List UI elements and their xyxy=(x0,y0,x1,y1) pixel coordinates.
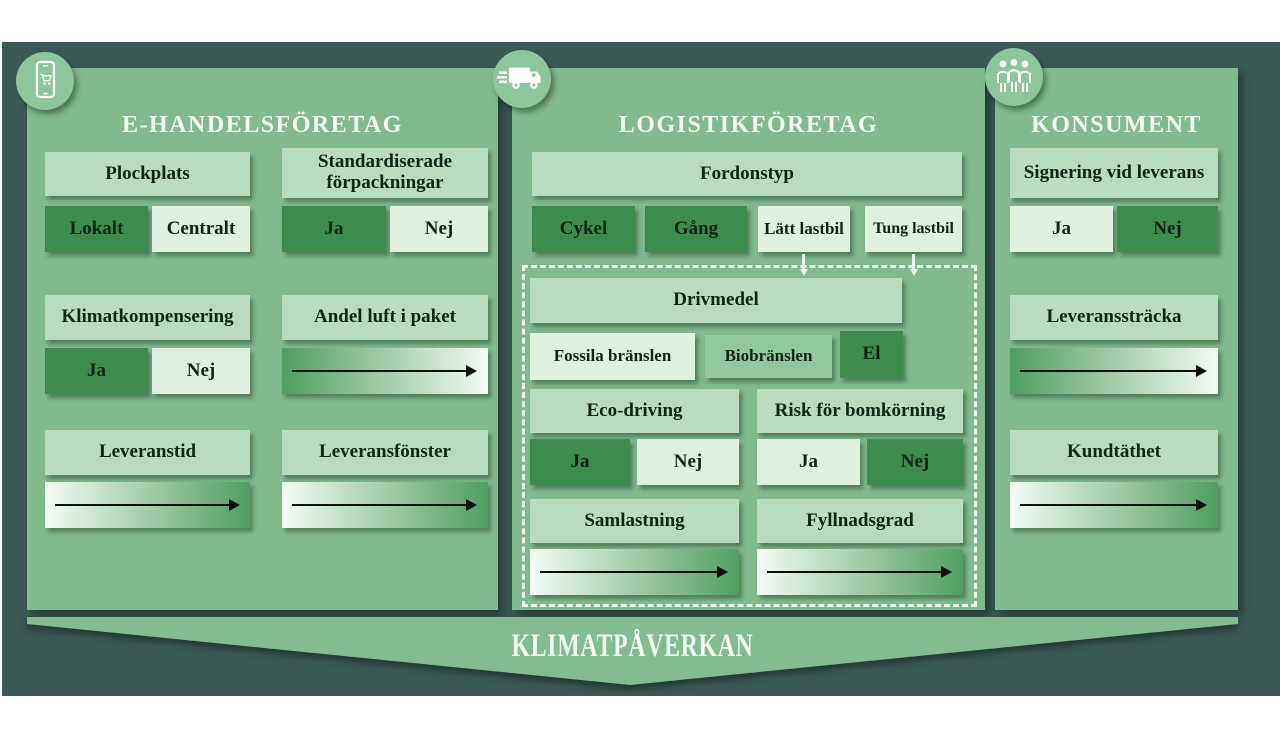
banner-label: KLIMATPÅVERKAN xyxy=(511,628,754,664)
lastbil-detail-group: Drivmedel Fossila bränslen Biobränslen E… xyxy=(522,265,977,607)
header-risk-for-bomkorning: Risk för bomkörning xyxy=(757,389,963,433)
option-biobranslen: Biobränslen xyxy=(705,335,832,378)
option-signering-ja: Ja xyxy=(1010,206,1113,252)
header-leveransstracka: Leveranssträcka xyxy=(1010,295,1218,340)
header-standardiserade-forpackningar: Standardiserade förpackningar xyxy=(282,148,488,198)
option-gang: Gång xyxy=(645,206,747,252)
right-arrow-icon xyxy=(540,570,719,574)
option-klimatkompensering-ja: Ja xyxy=(45,348,148,394)
panel-konsument: KONSUMENT Signering vid leverans Ja Nej … xyxy=(995,68,1238,610)
option-bomkorning-nej: Nej xyxy=(867,439,963,485)
delivery-truck-icon xyxy=(493,50,551,108)
option-el: El xyxy=(840,331,903,378)
option-centralt: Centralt xyxy=(152,206,250,252)
header-klimatkompensering: Klimatkompensering xyxy=(45,295,250,340)
right-arrow-icon xyxy=(55,503,230,507)
panel-ehandelsforetag: E-HANDELSFÖRETAG Plockplats Standardiser… xyxy=(27,68,498,610)
dashed-down-arrow-icon xyxy=(799,254,808,276)
dashed-down-arrow-icon xyxy=(909,254,918,276)
phone-shopping-cart-icon xyxy=(16,52,74,110)
header-fordonstyp: Fordonstyp xyxy=(532,152,962,196)
option-ecodriving-nej: Nej xyxy=(637,439,739,485)
people-group-icon xyxy=(985,48,1043,106)
option-fossila-branslen: Fossila bränslen xyxy=(530,333,695,380)
gradient-scale-leveransfonster xyxy=(282,482,488,528)
gradient-scale-leveransstracka xyxy=(1010,348,1218,394)
panel-logistikforetag: LOGISTIKFÖRETAG Fordonstyp Cykel Gång Lä… xyxy=(512,68,985,610)
header-fyllnadsgrad: Fyllnadsgrad xyxy=(757,499,963,543)
gradient-scale-andel-luft xyxy=(282,348,488,394)
header-leveranstid: Leveranstid xyxy=(45,430,250,475)
right-arrow-icon xyxy=(292,369,468,373)
option-bomkorning-ja: Ja xyxy=(757,439,860,485)
column-title-logistikforetag: LOGISTIKFÖRETAG xyxy=(618,112,879,138)
option-cykel: Cykel xyxy=(532,206,635,252)
gradient-scale-fyllnadsgrad xyxy=(757,549,963,595)
option-signering-nej: Nej xyxy=(1117,206,1218,252)
header-eco-driving: Eco-driving xyxy=(530,389,739,433)
right-arrow-icon xyxy=(1020,503,1198,507)
option-latt-lastbil: Lätt lastbil xyxy=(758,206,850,252)
right-arrow-icon xyxy=(292,503,468,507)
column-title-konsument: KONSUMENT xyxy=(1031,112,1202,138)
gradient-scale-samlastning xyxy=(530,549,739,595)
header-kundtathet: Kundtäthet xyxy=(1010,430,1218,475)
header-drivmedel: Drivmedel xyxy=(530,278,902,323)
option-klimatkompensering-nej: Nej xyxy=(152,348,250,394)
header-plockplats: Plockplats xyxy=(45,152,250,196)
header-samlastning: Samlastning xyxy=(530,499,739,543)
header-andel-luft-i-paket: Andel luft i paket xyxy=(282,295,488,340)
header-signering-vid-leverans: Signering vid leverans xyxy=(1010,148,1218,198)
option-forpackningar-nej: Nej xyxy=(390,206,488,252)
option-tung-lastbil: Tung lastbil xyxy=(865,206,962,252)
option-forpackningar-ja: Ja xyxy=(282,206,386,252)
option-ecodriving-ja: Ja xyxy=(530,439,630,485)
right-arrow-icon xyxy=(767,570,943,574)
column-title-ehandelsforetag: E-HANDELSFÖRETAG xyxy=(122,112,403,138)
klimatpaverkan-banner: KLIMATPÅVERKAN xyxy=(27,617,1238,693)
gradient-scale-kundtathet xyxy=(1010,482,1218,528)
header-leveransfonster: Leveransfönster xyxy=(282,430,488,475)
option-lokalt: Lokalt xyxy=(45,206,148,252)
gradient-scale-leveranstid xyxy=(45,482,250,528)
right-arrow-icon xyxy=(1020,369,1198,373)
